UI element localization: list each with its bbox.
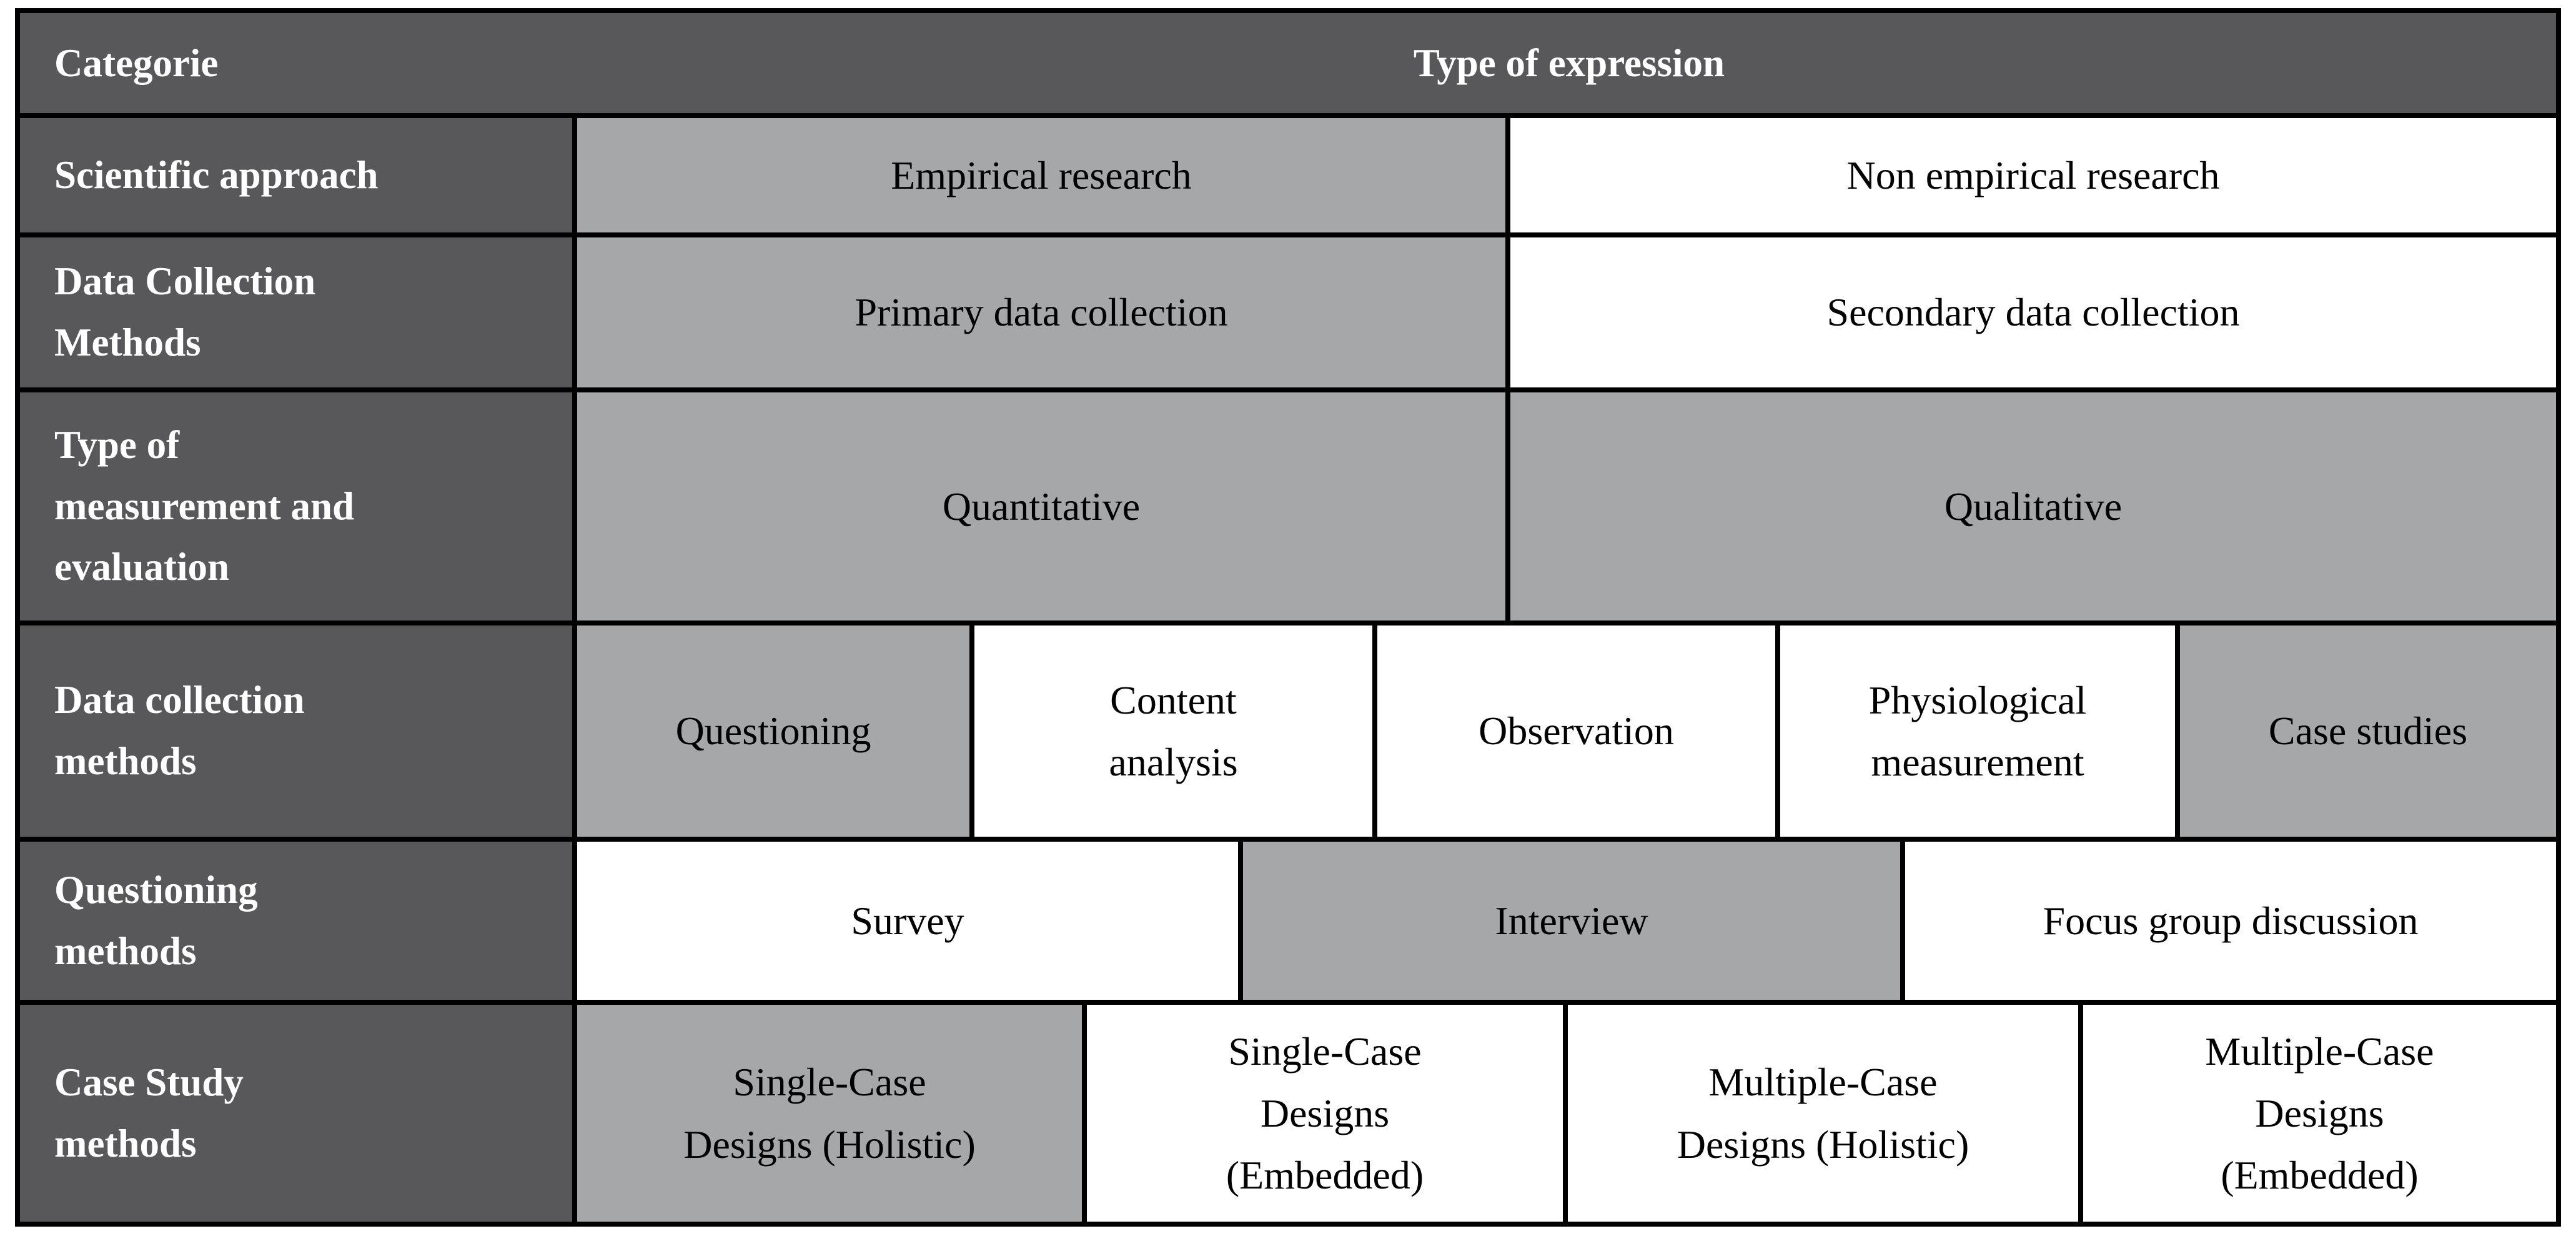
cell-qualitative: Qualitative <box>1510 392 2556 620</box>
row-label-questioning-methods: Questioning methods <box>20 842 572 1000</box>
row-label-data-collection-methods-lower: Data collection methods <box>20 625 572 837</box>
cell-secondary-data-collection: Secondary data collection <box>1510 237 2556 387</box>
row-label-case-study-methods: Case Study methods <box>20 1005 572 1222</box>
row-type-of-measurement: Type of measurement and evaluation Quant… <box>20 392 2556 620</box>
row-case-study-methods: Case Study methods Single-Case Designs (… <box>20 1005 2556 1222</box>
cell-empirical-research: Empirical research <box>577 118 1505 232</box>
header-type-of-expression: Type of expression <box>1413 41 1725 85</box>
cell-questioning: Questioning <box>577 625 969 837</box>
cell-focus-group-discussion: Focus group discussion <box>1905 842 2556 1000</box>
row-data-collection-methods-lower: Data collection methods Questioning Cont… <box>20 625 2556 837</box>
cell-multiple-case-embedded: Multiple-Case Designs (Embedded) <box>2083 1005 2556 1222</box>
methodology-table: Categorie Type of expression Scientific … <box>15 8 2561 1227</box>
row-label-data-collection-methods: Data Collection Methods <box>20 237 572 387</box>
cell-survey: Survey <box>577 842 1238 1000</box>
cell-single-case-embedded: Single-Case Designs (Embedded) <box>1087 1005 1563 1222</box>
cell-interview: Interview <box>1243 842 1900 1000</box>
row-label-scientific-approach: Scientific approach <box>20 118 572 232</box>
cell-multiple-case-holistic: Multiple-Case Designs (Holistic) <box>1568 1005 2078 1222</box>
cell-non-empirical-research: Non empirical research <box>1510 118 2556 232</box>
cell-physiological-measurement: Physiological measurement <box>1780 625 2175 837</box>
cell-case-studies: Case studies <box>2180 625 2556 837</box>
row-questioning-methods: Questioning methods Survey Interview Foc… <box>20 842 2556 1000</box>
cell-content-analysis: Content analysis <box>974 625 1372 837</box>
row-data-collection-methods-upper: Data Collection Methods Primary data col… <box>20 237 2556 387</box>
cell-single-case-holistic: Single-Case Designs (Holistic) <box>577 1005 1082 1222</box>
row-label-type-of-measurement: Type of measurement and evaluation <box>20 392 572 620</box>
header-categorie: Categorie <box>54 41 219 85</box>
row-scientific-approach: Scientific approach Empirical research N… <box>20 118 2556 232</box>
cell-observation: Observation <box>1377 625 1775 837</box>
table-header-row: Categorie Type of expression <box>20 13 2556 113</box>
cell-primary-data-collection: Primary data collection <box>577 237 1505 387</box>
cell-quantitative: Quantitative <box>577 392 1505 620</box>
